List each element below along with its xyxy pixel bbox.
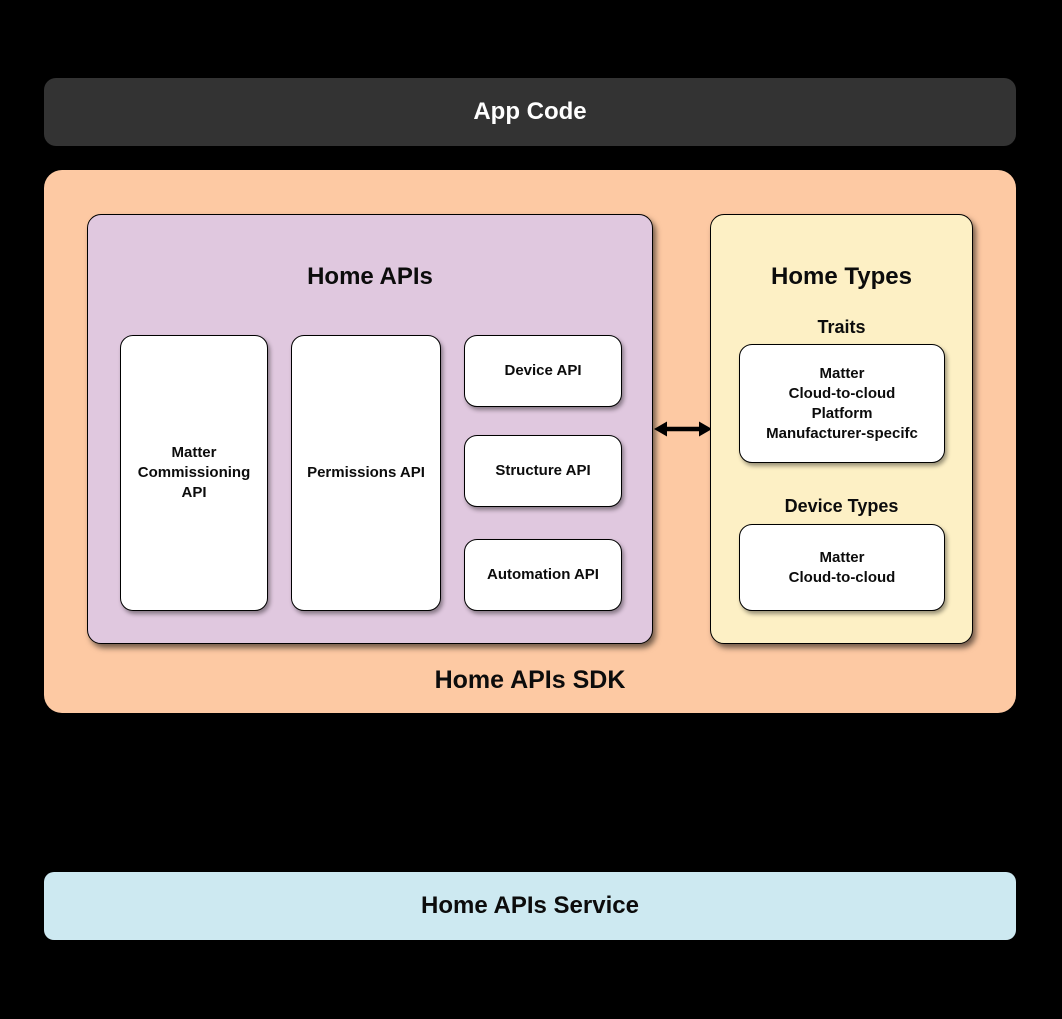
traits-item: Matter: [819, 364, 865, 382]
traits-item: Cloud-to-cloud: [788, 384, 896, 402]
matter-commissioning-api-label: Matter Commissioning API: [137, 444, 251, 501]
app-code-label: App Code: [473, 98, 587, 125]
traits-heading: Traits: [817, 317, 866, 337]
home-apis-sdk-container: Home APIs Matter Commissioning API Permi…: [44, 170, 1016, 713]
card-device-api: Device API: [464, 335, 622, 407]
card-permissions-api: Permissions API: [291, 335, 441, 611]
home-apis-service-bar: Home APIs Service: [44, 872, 1016, 940]
device-api-label: Device API: [504, 362, 582, 379]
card-matter-commissioning-api: Matter Commissioning API: [120, 335, 268, 611]
card-automation-api: Automation API: [464, 539, 622, 611]
device-types-item: Matter: [819, 548, 865, 566]
home-types-title: Home Types: [771, 263, 912, 290]
home-types-panel: Home Types Traits Matter Cloud-to-cloud …: [710, 214, 973, 644]
home-apis-sdk-label: Home APIs SDK: [434, 666, 626, 694]
card-structure-api: Structure API: [464, 435, 622, 507]
permissions-api-label: Permissions API: [307, 464, 425, 481]
structure-api-label: Structure API: [495, 462, 591, 479]
device-types-heading: Device Types: [784, 496, 899, 516]
card-traits: Matter Cloud-to-cloud Platform Manufactu…: [739, 344, 945, 463]
traits-item: Manufacturer-specifc: [766, 424, 918, 442]
home-apis-title: Home APIs: [307, 263, 433, 290]
card-device-types: Matter Cloud-to-cloud: [739, 524, 945, 611]
home-apis-panel: Home APIs Matter Commissioning API Permi…: [87, 214, 653, 644]
automation-api-label: Automation API: [487, 566, 599, 583]
app-code-bar: App Code: [44, 78, 1016, 146]
traits-item: Platform: [811, 404, 873, 422]
bidirectional-arrow-icon: [654, 421, 712, 437]
device-types-item: Cloud-to-cloud: [788, 568, 896, 586]
home-apis-service-label: Home APIs Service: [421, 892, 639, 919]
